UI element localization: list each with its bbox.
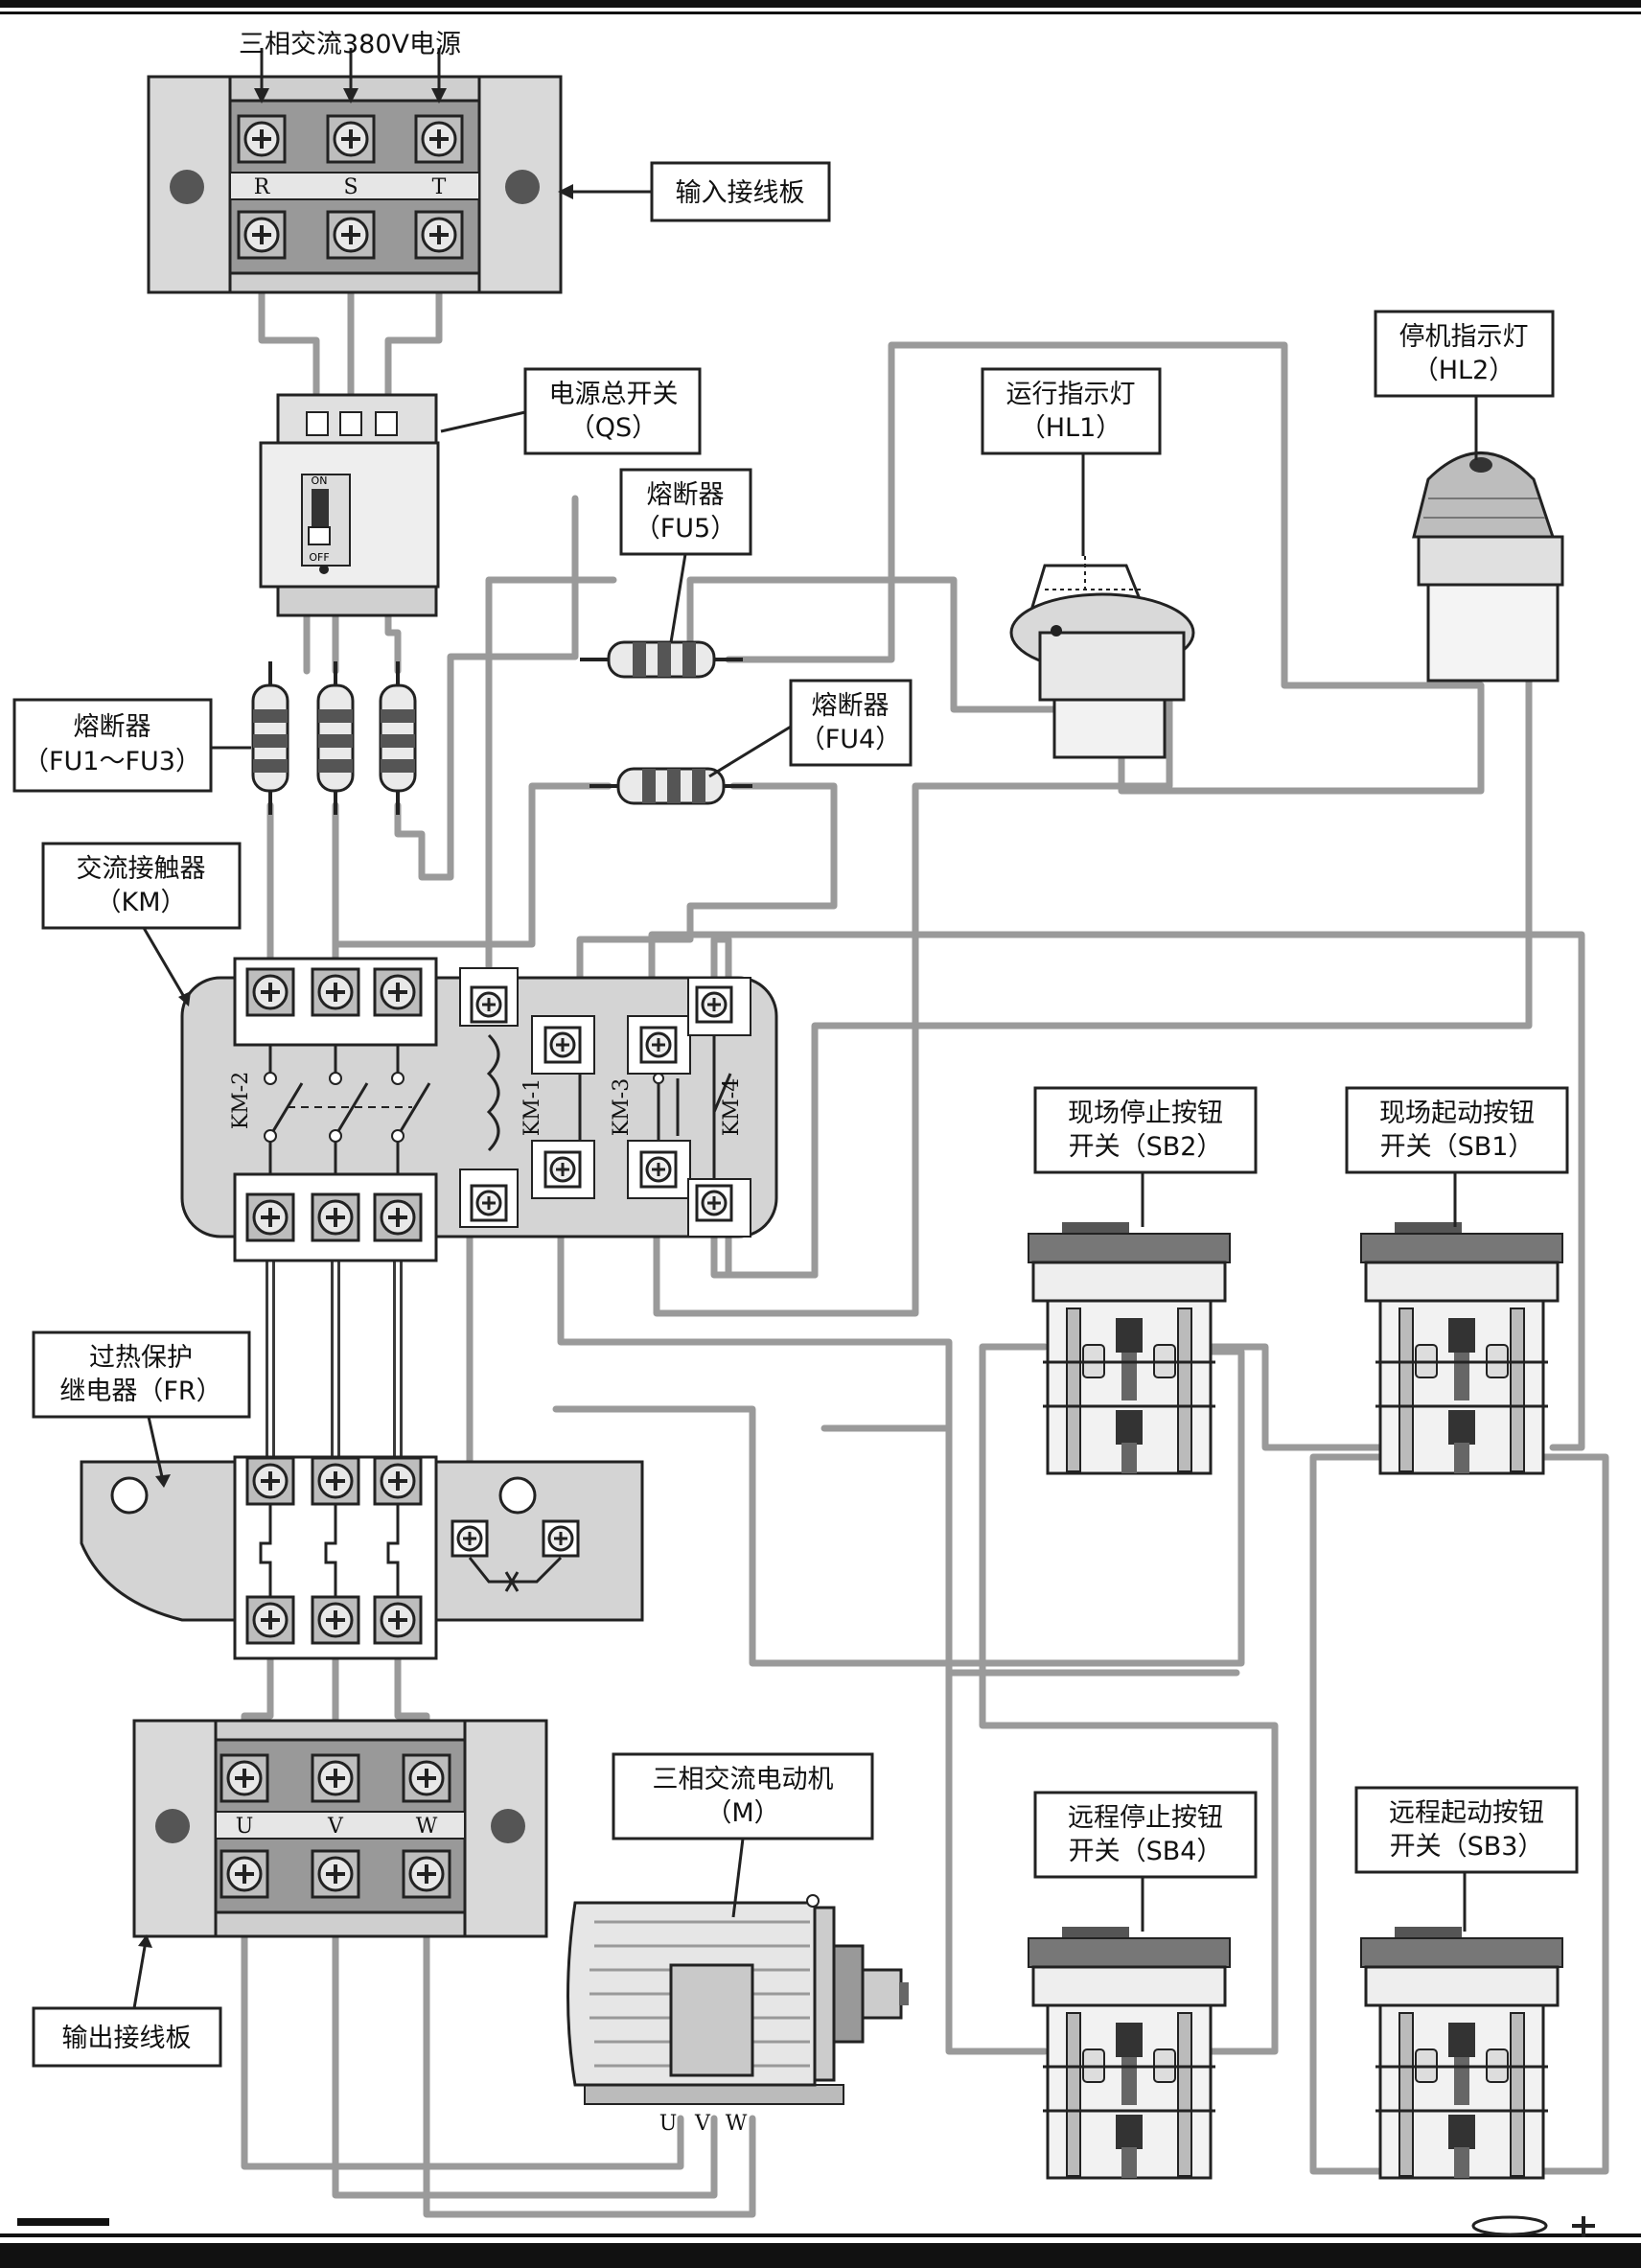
sb3-label-1: 远程起动按钮 (1389, 1798, 1544, 1828)
km-label-2: （KM） (95, 888, 186, 917)
fu4-label-2: （FU4） (799, 725, 901, 754)
terminal-v: V (327, 1815, 344, 1839)
qs-label-1: 电源总开关 (549, 380, 679, 409)
sb4-label-2: 开关（SB4） (1069, 1837, 1223, 1866)
svg-text:OFF: OFF (309, 551, 329, 564)
remote-start-button-sb3[interactable] (1359, 1925, 1564, 2180)
input-board-label: 输入接线板 (676, 178, 805, 208)
terminal-u: U (236, 1815, 254, 1839)
remote-stop-button-sb4[interactable] (1027, 1925, 1232, 2180)
corner-logo (1471, 2215, 1595, 2237)
km-fr-wires (266, 1232, 403, 1481)
km4-label: KM-4 (720, 1078, 744, 1136)
qs-label-2: （QS） (569, 413, 658, 443)
terminal-s: S (343, 175, 358, 199)
motor-label-2: （M） (705, 1798, 779, 1828)
output-board-label: 输出接线板 (62, 2024, 192, 2053)
motor-m (566, 1894, 909, 2105)
km3-label: KM-3 (610, 1078, 634, 1136)
thermal-relay-fr (80, 1455, 644, 1660)
output-terminal-board: U V W (132, 1719, 548, 1938)
fu5-label-2: （FU5） (635, 514, 736, 544)
motor-terminal-w: W (726, 2112, 748, 2136)
motor-terminal-v: V (694, 2112, 711, 2136)
bottom-border (0, 2233, 1641, 2237)
local-start-button-sb1[interactable] (1359, 1220, 1564, 1475)
sb2-label-2: 开关（SB2） (1069, 1132, 1223, 1162)
terminal-w: W (416, 1815, 438, 1839)
hl2-label-1: 停机指示灯 (1399, 322, 1529, 352)
fu13-label-1: 熔断器 (74, 712, 151, 742)
power-source-label: 三相交流380V电源 (239, 30, 461, 59)
fu4-label-1: 熔断器 (812, 691, 890, 721)
hl2-label-2: （HL2） (1413, 356, 1515, 385)
sb4-label-1: 远程停止按钮 (1068, 1803, 1223, 1833)
contactor-km: KM-2 KM-1 KM-3 KM-4 (180, 957, 778, 1262)
motor-terminal-u: U (659, 2112, 678, 2136)
sb1-label-2: 开关（SB1） (1380, 1132, 1535, 1162)
sb2-label-1: 现场停止按钮 (1068, 1099, 1223, 1128)
fr-label-1: 过热保护 (89, 1343, 193, 1373)
sb1-label-1: 现场起动按钮 (1379, 1099, 1535, 1128)
top-border (0, 0, 1641, 8)
local-stop-button-sb2[interactable] (1027, 1220, 1232, 1475)
motor-label-1: 三相交流电动机 (653, 1765, 834, 1794)
km2-label: KM-2 (229, 1072, 253, 1129)
input-terminal-board: R S T (147, 75, 563, 294)
main-switch-qs: ON OFF (259, 393, 440, 617)
fuse-fu5 (578, 640, 745, 679)
fuse-fu4 (588, 767, 754, 805)
terminal-r: R (254, 175, 271, 199)
fuses-fu1-fu3 (251, 660, 417, 817)
power-arrows (254, 48, 447, 104)
wires (241, 221, 1609, 2218)
fu5-label-1: 熔断器 (647, 480, 725, 510)
run-indicator-hl1 (1009, 556, 1195, 759)
fr-label-2: 继电器（FR） (59, 1377, 221, 1406)
fu13-label-2: （FU1～FU3） (23, 747, 201, 776)
hl1-label-1: 运行指示灯 (1006, 380, 1136, 409)
sb3-label-2: 开关（SB3） (1390, 1832, 1544, 1862)
km1-label: KM-1 (520, 1078, 544, 1136)
terminal-t: T (432, 175, 447, 199)
km-label-1: 交流接触器 (77, 854, 206, 884)
svg-text:ON: ON (312, 474, 328, 487)
stop-indicator-hl2 (1412, 451, 1564, 683)
hl1-label-2: （HL1） (1020, 413, 1122, 443)
